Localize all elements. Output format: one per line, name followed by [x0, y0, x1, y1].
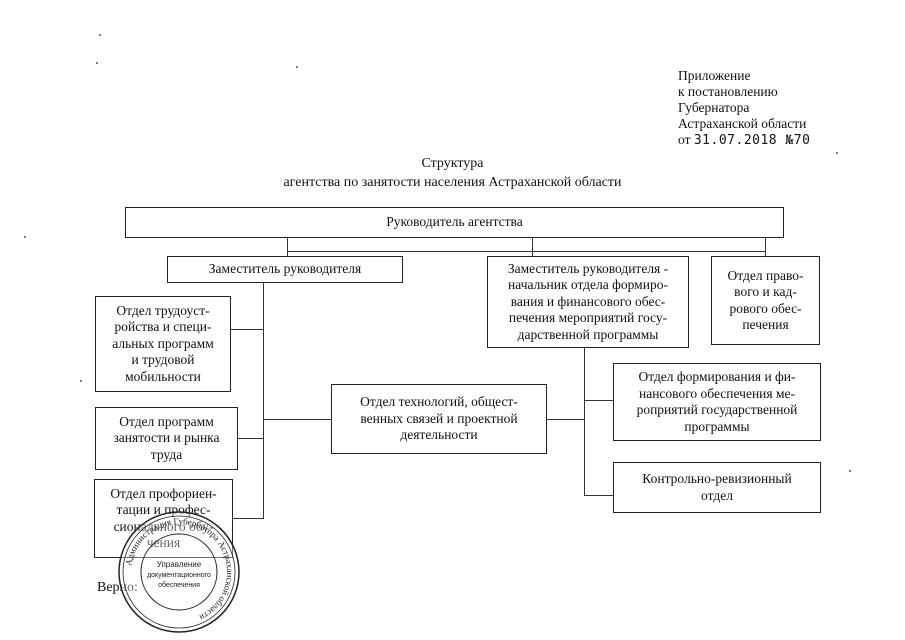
- box-line: Отдел формирования и фи-: [638, 369, 796, 384]
- deputy-head-box: Заместитель руководителя: [167, 256, 403, 283]
- document-title: Структура: [421, 156, 484, 171]
- box-line: дарственной программы: [517, 326, 659, 342]
- seal-center-line-1: Управление: [157, 560, 202, 569]
- appendix-line-3: Губернатора: [678, 100, 750, 115]
- date-value: 31.07.2018 №70: [693, 133, 811, 148]
- box-line: начальник отдела формиро-: [508, 277, 668, 293]
- seal-center-line-2: документационного: [147, 572, 211, 579]
- box-line: занятости и рынка: [113, 430, 220, 446]
- box-line: печения: [742, 317, 789, 332]
- head-of-agency-label: Руководитель агентства: [386, 214, 523, 230]
- box-line: деятельности: [400, 427, 478, 443]
- connector: [263, 419, 331, 420]
- box-line: вого и кад-: [734, 284, 797, 299]
- box-line: Отдел право-: [727, 267, 804, 283]
- date-prefix: от: [678, 132, 691, 147]
- scan-speck: [836, 152, 838, 154]
- box-line: Отдел программ: [119, 413, 214, 429]
- box-line: труда: [150, 446, 183, 462]
- scan-speck: [296, 66, 298, 68]
- box-line: Заместитель руководителя -: [507, 260, 669, 276]
- connector: [765, 237, 766, 259]
- box-line: отдел: [701, 487, 733, 503]
- connector: [584, 347, 585, 495]
- box-line: Отдел профориен-: [110, 485, 217, 501]
- employment-dept-box: Отдел трудоуст- ройства и специ- альных …: [95, 296, 231, 392]
- box-line: Отдел трудоуст-: [116, 302, 210, 318]
- scan-speck: [80, 380, 82, 382]
- deputy-head-label: Заместитель руководителя: [208, 261, 362, 277]
- connector: [238, 438, 264, 439]
- box-line: тации и профес-: [116, 502, 211, 517]
- box-line: вания и финансового обес-: [510, 293, 666, 309]
- deputy-finance-box: Заместитель руководителя - начальник отд…: [487, 256, 689, 348]
- connector: [532, 237, 533, 259]
- connector: [263, 281, 264, 519]
- appendix-line-4: Астраханской области: [678, 116, 807, 131]
- official-seal: Администрация Губернатора Астраханской о…: [118, 511, 240, 633]
- scan-speck: [96, 62, 98, 64]
- box-line: рового обес-: [729, 300, 802, 316]
- legal-hr-dept-box: Отдел право- вого и кад- рового обес- пе…: [711, 256, 820, 345]
- box-line: чения: [147, 535, 180, 552]
- box-line: сионального обу-: [114, 519, 214, 536]
- connector: [584, 495, 614, 496]
- box-line: альных программ: [112, 335, 214, 351]
- connector: [233, 518, 264, 519]
- audit-dept-box: Контрольно-ревизионный отдел: [613, 462, 821, 513]
- connector: [546, 419, 584, 420]
- programs-dept-box: Отдел программ занятости и рынка труда: [95, 407, 238, 470]
- box-line: венных связей и проектной: [360, 410, 518, 426]
- connector: [287, 251, 288, 259]
- connector: [584, 400, 614, 401]
- box-line: и трудовой: [131, 352, 195, 368]
- scan-speck: [24, 236, 26, 238]
- document-subtitle: агентства по занятости населения Астраха…: [283, 175, 622, 190]
- appendix-line-1: Приложение: [678, 68, 751, 83]
- box-line: печения мероприятий госу-: [508, 310, 668, 326]
- connector: [287, 237, 288, 251]
- connector: [231, 329, 264, 330]
- box-line: Контрольно-ревизионный: [642, 471, 792, 486]
- appendix-block: Приложение к постановлению Губернатора А…: [678, 68, 810, 149]
- connector: [287, 251, 765, 252]
- box-line: Отдел технологий, общест-: [360, 394, 518, 410]
- box-line: мобильности: [125, 368, 201, 384]
- scan-speck: [849, 470, 851, 472]
- appendix-line-2: к постановлению: [678, 84, 778, 99]
- verno-label: Верно:: [97, 580, 138, 595]
- box-line: нансового обеспечения ме-: [638, 385, 796, 401]
- career-guidance-dept-box: Отдел профориен- тации и профес- сиональ…: [94, 479, 233, 558]
- scan-speck: [99, 34, 101, 36]
- technology-dept-box: Отдел технологий, общест- венных связей …: [331, 384, 547, 454]
- box-line: программы: [684, 418, 750, 434]
- box-line: роприятий государственной: [636, 402, 798, 417]
- box-line: ройства и специ-: [114, 319, 212, 335]
- seal-center-line-3: обеспечения: [158, 581, 200, 589]
- head-of-agency-box: Руководитель агентства: [125, 207, 784, 238]
- appendix-date-line: от 31.07.2018 №70: [678, 132, 810, 149]
- forming-finance-dept-box: Отдел формирования и фи- нансового обесп…: [613, 363, 821, 441]
